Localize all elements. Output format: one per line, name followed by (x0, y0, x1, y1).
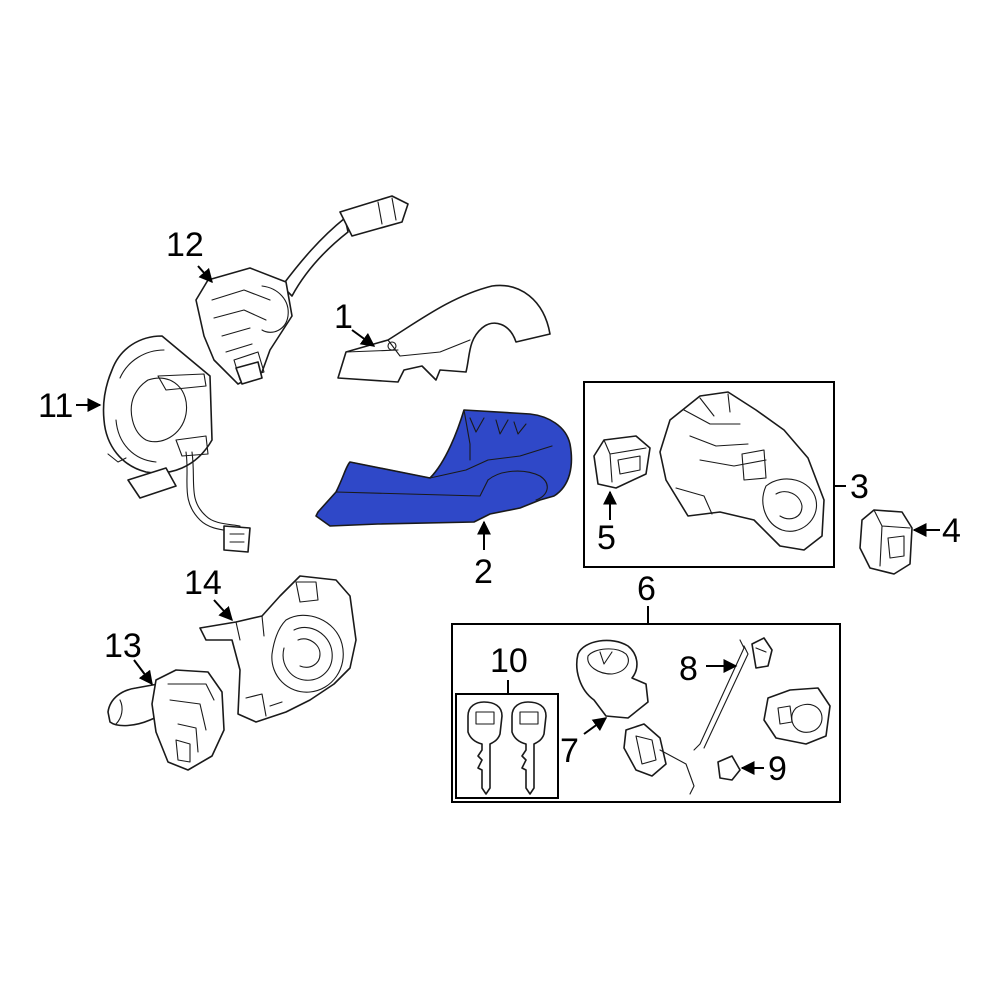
callout-5: 5 (597, 519, 616, 557)
group-box-6 (451, 623, 841, 803)
part-8-lock-rod[interactable] (693, 637, 773, 751)
callout-2: 2 (474, 553, 493, 591)
part-14-switch-housing[interactable] (199, 575, 357, 723)
callout-1: 1 (334, 298, 353, 336)
callout-14: 14 (184, 564, 222, 602)
part-9-clip[interactable] (717, 755, 741, 781)
part-11-clockspring[interactable] (102, 335, 251, 553)
part-7-lock-cylinder[interactable] (576, 639, 695, 795)
callout-4: 4 (942, 512, 961, 550)
group-box-3 (583, 381, 835, 568)
callout-12: 12 (166, 226, 204, 264)
callout-3: 3 (850, 468, 869, 506)
part-2-lower-shroud[interactable] (315, 409, 573, 527)
callout-6: 6 (637, 570, 656, 608)
part-1-upper-shroud[interactable] (337, 284, 551, 383)
callout-7: 7 (560, 732, 579, 770)
callout-10: 10 (490, 642, 528, 680)
callout-11: 11 (38, 387, 73, 425)
part-3-lock-housing[interactable] (659, 391, 825, 551)
callout-8: 8 (679, 650, 698, 688)
callout-13: 13 (104, 627, 142, 665)
part-5-switch-connector[interactable] (593, 435, 651, 489)
part-12-multifunction-switch[interactable] (195, 195, 409, 385)
part-4-ignition-switch[interactable] (859, 509, 913, 575)
part-lock-assembly[interactable] (763, 687, 831, 745)
callout-9: 9 (768, 750, 787, 788)
part-13-wiper-switch[interactable] (107, 669, 225, 771)
part-10-keys[interactable] (467, 701, 547, 795)
